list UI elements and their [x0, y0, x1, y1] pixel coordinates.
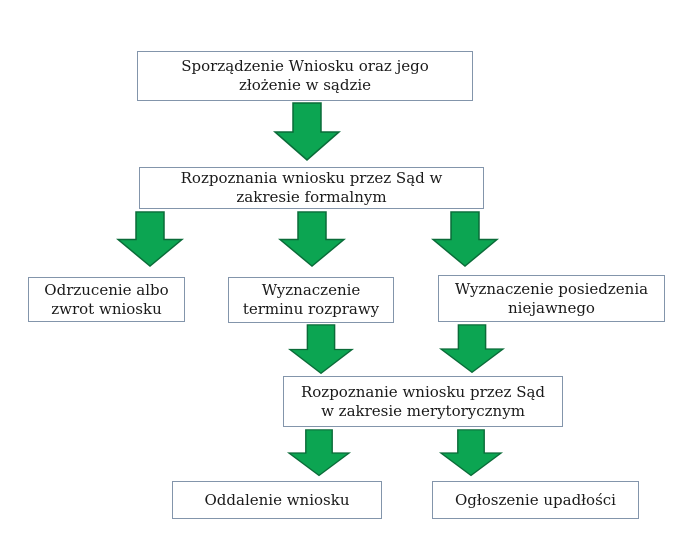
node-dismissal: Oddalenie wniosku	[172, 481, 382, 519]
down-arrow-icon	[438, 429, 504, 477]
edge-hearing-date-to-merits-review	[287, 324, 355, 375]
down-arrow-icon	[273, 102, 341, 161]
node-closed-session-label: Wyznaczenie posiedzenia niejawnego	[454, 279, 649, 317]
down-arrow-icon	[438, 324, 506, 374]
edge-formal-review-to-rejection	[115, 211, 185, 268]
edge-formal-review-to-hearing-date	[277, 211, 347, 268]
node-start: Sporządzenie Wniosku oraz jego złożenie …	[137, 51, 473, 101]
node-closed-session: Wyznaczenie posiedzenia niejawnego	[438, 275, 665, 322]
down-arrow-icon	[286, 429, 352, 477]
node-bankruptcy-label: Ogłoszenie upadłości	[455, 490, 616, 509]
edge-merits-review-to-bankruptcy	[438, 429, 504, 477]
node-rejection: Odrzucenie albo zwrot wniosku	[28, 277, 185, 322]
node-merits-review: Rozpoznanie wniosku przez Sąd w zakresie…	[283, 376, 563, 427]
node-dismissal-label: Oddalenie wniosku	[204, 490, 350, 509]
node-formal-review: Rozpoznania wniosku przez Sąd w zakresie…	[139, 167, 484, 209]
node-merits-review-label: Rozpoznanie wniosku przez Sąd w zakresie…	[300, 382, 546, 420]
down-arrow-icon	[278, 211, 346, 268]
edge-closed-session-to-merits-review	[438, 324, 506, 374]
node-start-label: Sporządzenie Wniosku oraz jego złożenie …	[181, 57, 429, 94]
edge-formal-review-to-closed-session	[430, 211, 500, 268]
edge-start-to-formal-review	[272, 102, 342, 162]
down-arrow-icon	[431, 211, 499, 268]
edge-merits-review-to-dismissal	[286, 429, 352, 477]
down-arrow-icon	[287, 324, 355, 375]
node-bankruptcy: Ogłoszenie upadłości	[432, 481, 639, 519]
node-hearing-date: Wyznaczenie terminu rozprawy	[228, 277, 394, 323]
node-formal-review-label: Rozpoznania wniosku przez Sąd w zakresie…	[180, 169, 443, 206]
node-hearing-date-label: Wyznaczenie terminu rozprawy	[242, 281, 380, 318]
node-rejection-label: Odrzucenie albo zwrot wniosku	[44, 280, 169, 318]
down-arrow-icon	[116, 211, 184, 268]
